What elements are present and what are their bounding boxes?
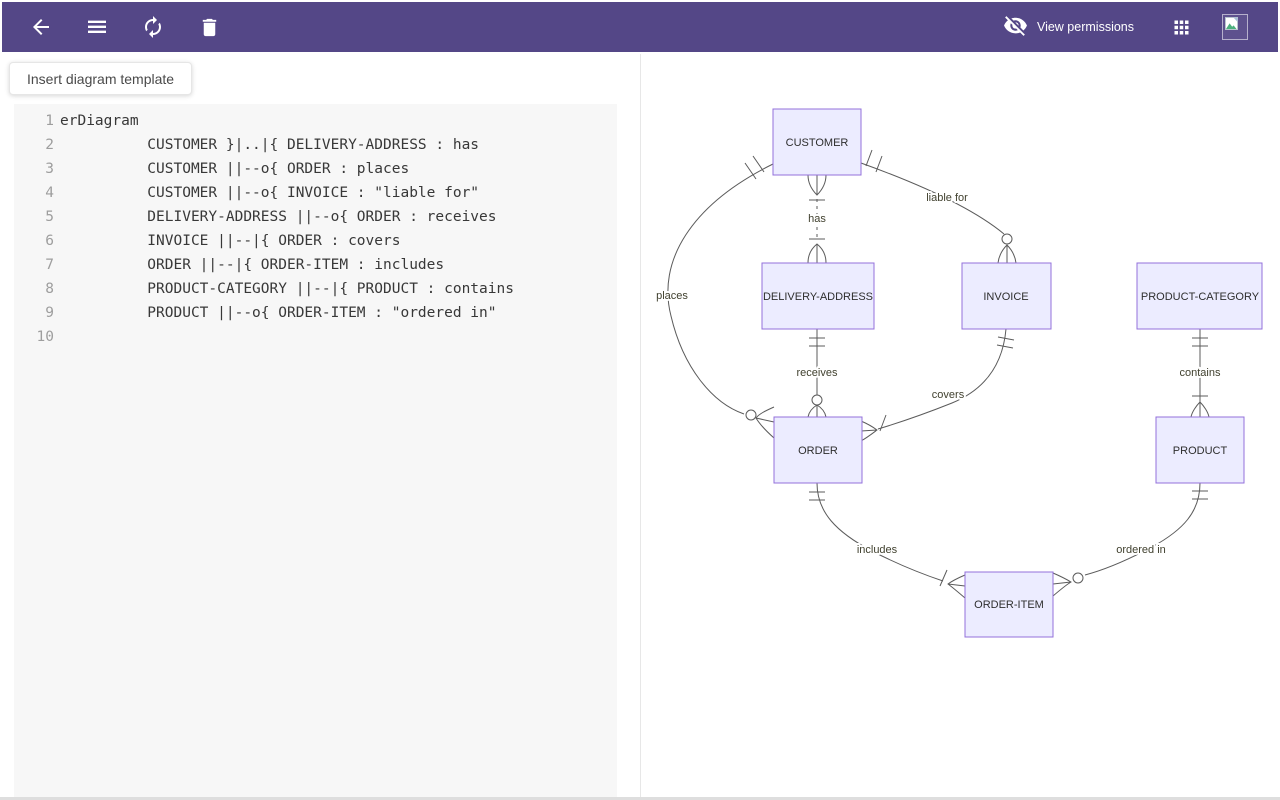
entity-label: DELIVERY-ADDRESS (763, 291, 873, 303)
menu-button[interactable] (84, 14, 110, 40)
line-number: 9 (45, 305, 54, 321)
grid-3x3-icon (1171, 17, 1192, 38)
relationship-product-category-product: contains (1178, 329, 1223, 418)
refresh-sync-icon (141, 15, 165, 39)
entity-order-item: ORDER-ITEM (964, 571, 1054, 638)
editor-line[interactable]: 2 CUSTOMER }|..|{ DELIVERY-ADDRESS : has (14, 133, 617, 157)
entity-product: PRODUCT (1155, 416, 1245, 484)
code-text: CUSTOMER ||--o{ INVOICE : "liable for" (60, 185, 480, 201)
back-button[interactable] (28, 14, 54, 40)
back-arrow-icon (29, 15, 53, 39)
er-diagram-preview: has places liable for receives covers (641, 54, 1280, 797)
line-number: 5 (45, 209, 54, 225)
line-number: 7 (45, 257, 54, 273)
line-number: 8 (45, 281, 54, 297)
line-number: 10 (36, 329, 54, 345)
code-text: ORDER ||--|{ ORDER-ITEM : includes (60, 257, 445, 273)
relationship-delivery-address-order: receives (795, 329, 840, 418)
editor-line[interactable]: 1 erDiagram (14, 109, 617, 133)
entity-label: PRODUCT-CATEGORY (1141, 291, 1260, 303)
code-text: CUSTOMER ||--o{ ORDER : places (60, 161, 410, 177)
relationship-customer-order: places (654, 155, 775, 439)
relationship-label: covers (932, 389, 965, 401)
trash-icon (198, 16, 221, 39)
editor-line[interactable]: 9 PRODUCT ||--o{ ORDER-ITEM : "ordered i… (14, 301, 617, 325)
code-editor[interactable]: 1 erDiagram 2 CUSTOMER }|..|{ DELIVERY-AD… (14, 104, 617, 797)
relationship-customer-delivery-address: has (806, 174, 828, 264)
code-text: CUSTOMER }|..|{ DELIVERY-ADDRESS : has (60, 137, 480, 153)
entity-label: ORDER (798, 445, 838, 457)
editor-line[interactable]: 8 PRODUCT-CATEGORY ||--|{ PRODUCT : cont… (14, 277, 617, 301)
relationship-label: contains (1180, 367, 1221, 379)
entity-label: CUSTOMER (786, 137, 849, 149)
entity-order: ORDER (773, 416, 863, 484)
relationship-customer-invoice: liable for (860, 149, 1017, 264)
toolbar-right-group: View permissions (997, 12, 1278, 42)
entity-label: ORDER-ITEM (974, 599, 1044, 611)
panel-divider (640, 54, 641, 800)
line-number: 3 (45, 161, 54, 177)
code-text: DELIVERY-ADDRESS ||--o{ ORDER : receives (60, 209, 497, 225)
editor-line[interactable]: 6 INVOICE ||--|{ ORDER : covers (14, 229, 617, 253)
entity-label: PRODUCT (1173, 445, 1228, 457)
hamburger-icon (85, 15, 109, 39)
view-permissions-label: View permissions (1036, 20, 1134, 34)
relationship-label: places (656, 290, 688, 302)
relationship-label: has (808, 213, 826, 225)
relationship-label: ordered in (1116, 544, 1166, 556)
editor-line[interactable]: 5 DELIVERY-ADDRESS ||--o{ ORDER : receiv… (14, 205, 617, 229)
view-permissions-button[interactable]: View permissions (997, 12, 1140, 42)
line-number: 2 (45, 137, 54, 153)
relationship-label: includes (857, 544, 898, 556)
editor-line[interactable]: 10 (14, 325, 617, 349)
avatar[interactable] (1222, 14, 1248, 40)
insert-diagram-template-button[interactable]: Insert diagram template (9, 62, 193, 95)
relationship-product-order-item: ordered in (1052, 482, 1208, 597)
line-number: 6 (45, 233, 54, 249)
eye-slash-icon (1003, 13, 1028, 41)
entity-delivery-address: DELIVERY-ADDRESS (761, 262, 875, 330)
code-text: PRODUCT-CATEGORY ||--|{ PRODUCT : contai… (60, 281, 514, 297)
code-text: PRODUCT ||--o{ ORDER-ITEM : "ordered in" (60, 305, 497, 321)
line-number: 1 (45, 113, 54, 129)
entity-product-category: PRODUCT-CATEGORY (1136, 262, 1263, 330)
entity-customer: CUSTOMER (772, 108, 862, 176)
broken-image-icon (1225, 17, 1239, 36)
refresh-button[interactable] (140, 14, 166, 40)
entity-invoice: INVOICE (961, 262, 1052, 330)
code-text: INVOICE ||--|{ ORDER : covers (60, 233, 401, 249)
toolbar-left-group (2, 14, 222, 40)
relationship-invoice-order: covers (860, 328, 1015, 442)
bottom-edge (0, 797, 1280, 800)
relationship-label: receives (797, 367, 838, 379)
apps-grid-button[interactable] (1168, 14, 1194, 40)
relationship-order-order-item: includes (809, 482, 966, 599)
relationship-label: liable for (926, 192, 968, 204)
code-text: erDiagram (60, 113, 139, 129)
toolbar: View permissions (2, 2, 1278, 52)
entity-label: INVOICE (983, 291, 1028, 303)
line-number: 4 (45, 185, 54, 201)
editor-line[interactable]: 7 ORDER ||--|{ ORDER-ITEM : includes (14, 253, 617, 277)
editor-line[interactable]: 3 CUSTOMER ||--o{ ORDER : places (14, 157, 617, 181)
delete-button[interactable] (196, 14, 222, 40)
editor-line[interactable]: 4 CUSTOMER ||--o{ INVOICE : "liable for" (14, 181, 617, 205)
